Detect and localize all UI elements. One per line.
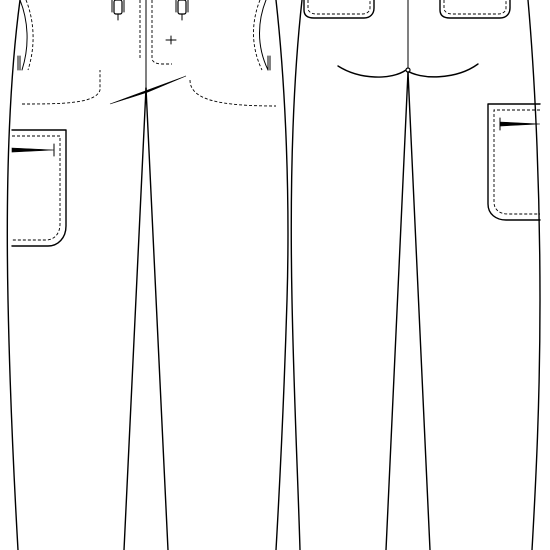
front-left-inseam <box>123 87 147 550</box>
front-left-cargo-pocket <box>11 129 67 247</box>
front-right-side-seam <box>275 0 289 550</box>
back-left-patch-pocket <box>303 0 375 19</box>
front-fly-stitching <box>151 0 172 65</box>
front-crotch-wedge <box>109 75 187 105</box>
front-right-pocket-edge-stitch <box>253 0 263 71</box>
front-right-pocket-opening <box>259 0 269 71</box>
cargo-pocket-stitch <box>12 135 61 241</box>
back-pocket-outline <box>303 0 375 19</box>
cargo-pocket-opening <box>11 147 55 153</box>
cargo-pocket-outline <box>11 129 67 247</box>
front-view <box>6 0 289 550</box>
drawstring-cords <box>111 0 189 21</box>
back-seat-bartack <box>405 67 411 73</box>
front-left-pocket-opening <box>19 0 28 71</box>
cargo-pocket-outline <box>487 103 541 221</box>
back-pocket-outline <box>439 0 511 19</box>
back-left-side-seam <box>290 0 303 550</box>
back-right-inseam <box>407 71 431 550</box>
back-right-patch-pocket <box>439 0 511 19</box>
front-left-side-seam <box>6 0 21 550</box>
front-left-pocket-bag <box>21 70 101 105</box>
back-pocket-stitch <box>443 0 507 15</box>
drawstring-aglet-left <box>113 0 123 15</box>
cargo-pocket-stitch <box>493 109 540 215</box>
front-left-pocket-rivet <box>17 55 21 71</box>
cargo-pocket-opening <box>499 121 541 127</box>
back-left-inseam <box>385 71 409 550</box>
front-right-inseam <box>145 87 169 550</box>
front-fly-bartack-mark <box>165 35 177 45</box>
drawstring-aglet-right <box>177 0 187 15</box>
front-right-pocket-rivet <box>267 55 271 71</box>
back-pocket-stitch <box>307 0 371 15</box>
front-right-pocket-bag <box>189 79 277 107</box>
back-view <box>290 0 541 550</box>
front-left-pocket-edge-stitch <box>25 0 34 71</box>
drawstring-line-right <box>175 0 189 13</box>
drawstring-line-left <box>111 0 125 13</box>
back-right-side-seam <box>527 0 541 550</box>
back-right-cargo-pocket <box>487 103 541 221</box>
